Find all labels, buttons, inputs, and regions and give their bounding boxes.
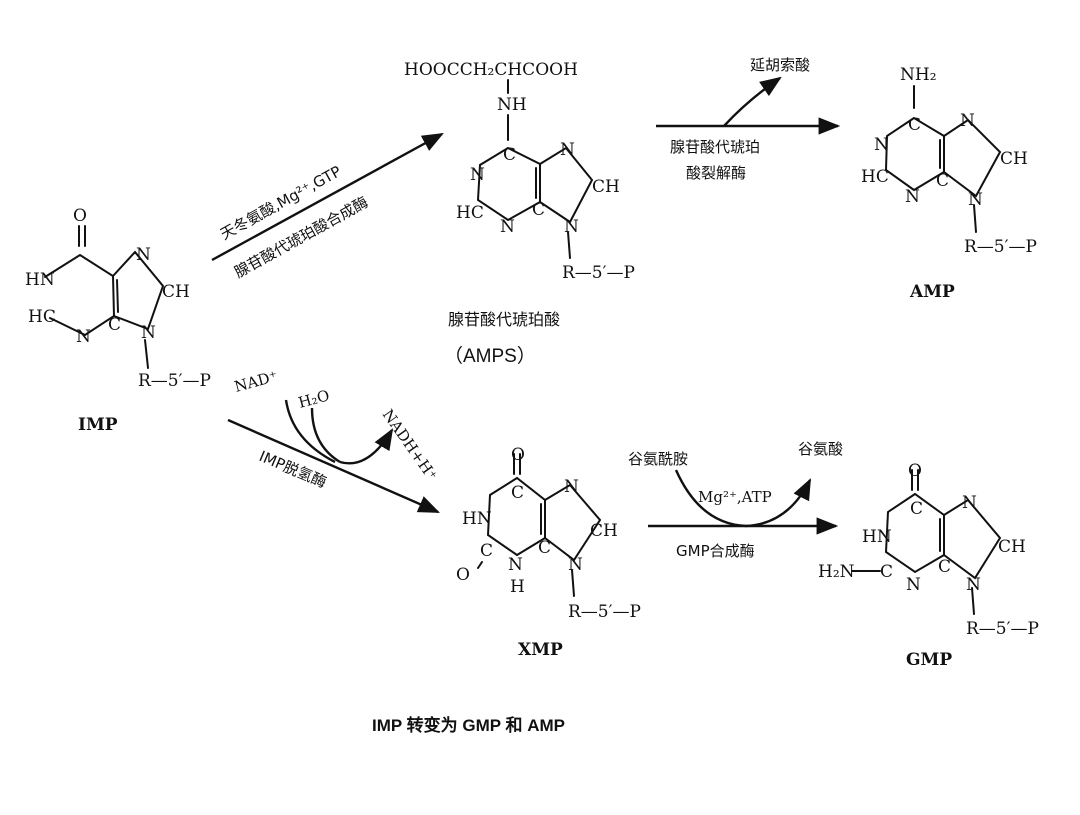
- xmp-n7: N: [564, 477, 579, 497]
- amp-ch: CH: [1000, 149, 1028, 169]
- imp-c: C: [108, 315, 121, 335]
- amp-n7: N: [960, 111, 975, 131]
- xmp-c4: C: [538, 538, 551, 558]
- amp-ribose: R—5′—P: [964, 237, 1037, 257]
- imp-hc: HC: [28, 307, 56, 327]
- amp-n1: N: [874, 135, 889, 155]
- amps-n3: N: [500, 217, 515, 237]
- reaction-imp-to-amps: 天冬氨酸,Mg²⁺,GTP 腺苷酸代琥珀酸合成酶: [211, 132, 444, 281]
- imp-n9: N: [141, 323, 156, 343]
- amps-n9: N: [564, 217, 579, 237]
- gmp-name: GMP: [906, 650, 952, 670]
- enzyme-imp-dehydrogenase: IMP脱氢酶: [256, 447, 329, 491]
- gmp-c2: C: [880, 562, 893, 582]
- xmp-structure: O C HN C O N H C N CH N R—5′—P XMP: [456, 445, 641, 660]
- xmp-n9: N: [568, 555, 583, 575]
- arrow-imp-to-xmp: [227, 418, 440, 514]
- amp-n3: N: [905, 187, 920, 207]
- arc-h2o-in: [310, 407, 341, 464]
- reaction-xmp-to-gmp: 谷氨酰胺 谷氨酸 Mg²⁺,ATP GMP合成酶: [628, 440, 843, 560]
- arrow-imp-to-amps: [211, 132, 444, 262]
- amps-n1: N: [470, 165, 485, 185]
- product-fumarate: 延胡索酸: [750, 56, 810, 74]
- amp-c4: C: [936, 171, 949, 191]
- xmp-ch: CH: [590, 521, 618, 541]
- amps-c4: C: [532, 200, 545, 220]
- product-nadh: NADH+H⁺: [379, 406, 441, 484]
- gmp-n9: N: [966, 575, 981, 595]
- gmp-hn: HN: [862, 527, 892, 547]
- substrate-glutamine: 谷氨酰胺: [628, 450, 688, 468]
- reaction-imp-to-xmp: NAD⁺ H₂O NADH+H⁺ IMP脱氢酶: [227, 367, 441, 514]
- xmp-name: XMP: [518, 640, 563, 660]
- amps-ch: CH: [592, 177, 620, 197]
- xmp-hn: HN: [462, 509, 492, 529]
- amps-hc: HC: [456, 203, 484, 223]
- imp-hn: HN: [25, 270, 55, 290]
- enzyme-adenylosuccinate-lyase-1: 腺苷酸代琥珀: [670, 138, 760, 156]
- enzyme-gmp-synthetase: GMP合成酶: [676, 542, 755, 560]
- amp-nh2: NH₂: [900, 65, 937, 85]
- enzyme-adenylosuccinate-lyase-2: 酸裂解酶: [686, 164, 746, 182]
- imp-o: O: [73, 206, 87, 226]
- xmp-c6: C: [511, 483, 524, 503]
- xmp-c2: C: [480, 541, 493, 561]
- reaction-amps-to-amp: 延胡索酸 腺苷酸代琥珀 酸裂解酶: [656, 56, 841, 182]
- imp-n7: N: [136, 245, 151, 265]
- arrow-fumarate-out: [723, 76, 782, 127]
- amp-n9: N: [968, 190, 983, 210]
- cofactor-h2o: H₂O: [296, 386, 331, 412]
- xmp-o2: O: [456, 565, 470, 585]
- xmp-ribose: R—5′—P: [568, 602, 641, 622]
- imp-ch: CH: [162, 282, 190, 302]
- xmp-o6: O: [511, 445, 525, 465]
- gmp-n7: N: [962, 493, 977, 513]
- amp-name: AMP: [909, 282, 955, 302]
- amps-name-abbr: （AMPS）: [444, 345, 536, 367]
- product-glutamate: 谷氨酸: [798, 440, 843, 458]
- arc-nad-in: [284, 399, 336, 464]
- gmp-n3: N: [906, 575, 921, 595]
- amps-structure: HOOCCH₂CHCOOH NH C N HC N C N CH N R—5′—…: [404, 60, 635, 367]
- amps-n7: N: [560, 140, 575, 160]
- amp-hc: HC: [861, 167, 889, 187]
- xmp-h: H: [510, 577, 525, 597]
- gmp-c6: C: [910, 499, 923, 519]
- amps-name-cn: 腺苷酸代琥珀酸: [448, 310, 560, 329]
- imp-name: IMP: [78, 415, 118, 435]
- gmp-o6: O: [908, 461, 922, 481]
- imp-n3: N: [76, 327, 91, 347]
- cofactor-nad: NAD⁺: [232, 367, 279, 396]
- amps-nh: NH: [497, 95, 527, 115]
- amps-aspartyl: HOOCCH₂CHCOOH: [404, 60, 578, 80]
- amp-structure: NH₂ C N HC N C N CH N R—5′—P AMP: [861, 65, 1037, 302]
- gmp-c4: C: [938, 557, 951, 577]
- gmp-ch: CH: [998, 537, 1026, 557]
- gmp-ribose: R—5′—P: [966, 619, 1039, 639]
- imp-ribose: R—5′—P: [138, 371, 211, 391]
- arc-glutamine-to-glutamate: [674, 469, 812, 528]
- xmp-n3: N: [508, 555, 523, 575]
- amps-c: C: [503, 145, 516, 165]
- imp-structure: O HN HC N N CH N C R—5′—P IMP: [25, 206, 211, 435]
- amps-ribose: R—5′—P: [562, 263, 635, 283]
- gmp-structure: O C HN H₂N C N C N CH N R—5′—P GMP: [818, 461, 1039, 670]
- figure-caption: IMP 转变为 GMP 和 AMP: [372, 715, 565, 735]
- gmp-h2n: H₂N: [818, 562, 855, 582]
- amp-c6: C: [908, 115, 921, 135]
- arc-nadh-out: [339, 428, 394, 465]
- cofactor-mg-atp: Mg²⁺,ATP: [698, 488, 772, 506]
